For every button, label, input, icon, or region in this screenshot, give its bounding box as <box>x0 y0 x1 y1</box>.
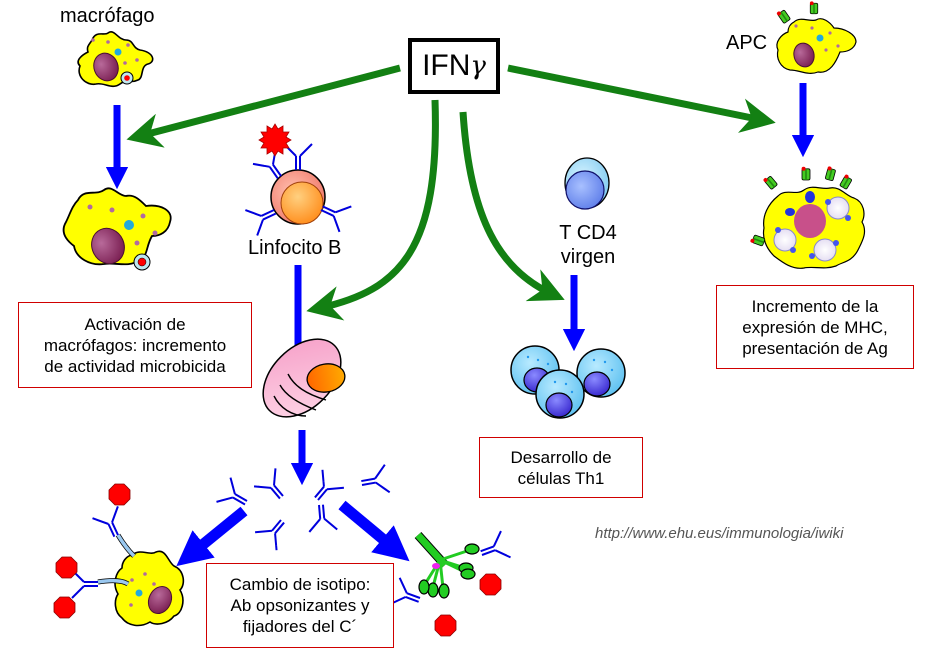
box-line: Cambio de isotipo: <box>229 575 371 594</box>
box-line: macrófagos: incremento <box>43 335 227 355</box>
antigen-icon <box>258 123 292 157</box>
opsonized-macrophage-icon <box>53 483 185 627</box>
process-arrows <box>105 83 815 567</box>
box-line: de actividad microbicida <box>44 356 226 376</box>
t-cd4-label-line1: T CD4 <box>559 222 617 244</box>
box-line: Ab opsonizantes y <box>230 596 370 615</box>
ifn-gamma-greek: γ <box>470 51 486 81</box>
source-url: http://www.ehu.eus/immunologia/iwiki <box>595 525 844 542</box>
apc-activated-icon <box>749 165 866 269</box>
ifn-arrow-to-b-cell <box>306 99 439 321</box>
mhc-expression-box: Incremento de la expresión de MHC, prese… <box>716 285 914 369</box>
ifn-arrows <box>126 64 776 321</box>
t-cd4-label-line2: virgen <box>560 246 616 268</box>
isotype-switch-box: Cambio de isotipo: Ab opsonizantes y fij… <box>206 563 394 648</box>
th1-cells-icon <box>510 345 626 419</box>
antibodies-cluster-icon <box>215 463 391 552</box>
apc-resting-icon <box>775 1 857 74</box>
macrophage-resting-icon <box>77 31 154 88</box>
ifn-arrow-to-apc <box>507 64 776 133</box>
macrophage-activation-box: Activación de macrófagos: incremento de … <box>18 302 252 388</box>
plasma-cell-icon <box>262 338 346 418</box>
apc-label: APC <box>726 32 768 54</box>
ifn-gamma-title: IFN <box>422 49 471 82</box>
box-line: expresión de MHC, <box>742 317 888 337</box>
t-cd4-naive-icon <box>564 157 610 210</box>
box-line: células Th1 <box>517 468 605 488</box>
box-line: presentación de Ag <box>742 338 888 358</box>
box-line: Activación de <box>84 314 186 334</box>
macrophage-label: macrófago <box>60 5 155 27</box>
opsonization-arrow <box>176 506 248 567</box>
th1-development-box: Desarrollo de células Th1 <box>479 437 643 498</box>
complement-fixation-icon <box>389 530 512 637</box>
complement-fixation-arrow <box>338 500 410 562</box>
box-line: Desarrollo de <box>510 447 612 467</box>
b-cell-label: Linfocito B <box>248 237 342 259</box>
t-cd4-label: T CD4 virgen <box>548 221 628 269</box>
b-cell-icon <box>244 123 353 237</box>
box-line: fijadores del C´ <box>242 617 358 636</box>
box-line: Incremento de la <box>751 296 879 316</box>
ifn-arrow-to-t-cd4 <box>459 111 565 302</box>
macrophage-activated-icon <box>62 187 172 271</box>
ifn-arrow-to-macrophage <box>126 64 401 148</box>
